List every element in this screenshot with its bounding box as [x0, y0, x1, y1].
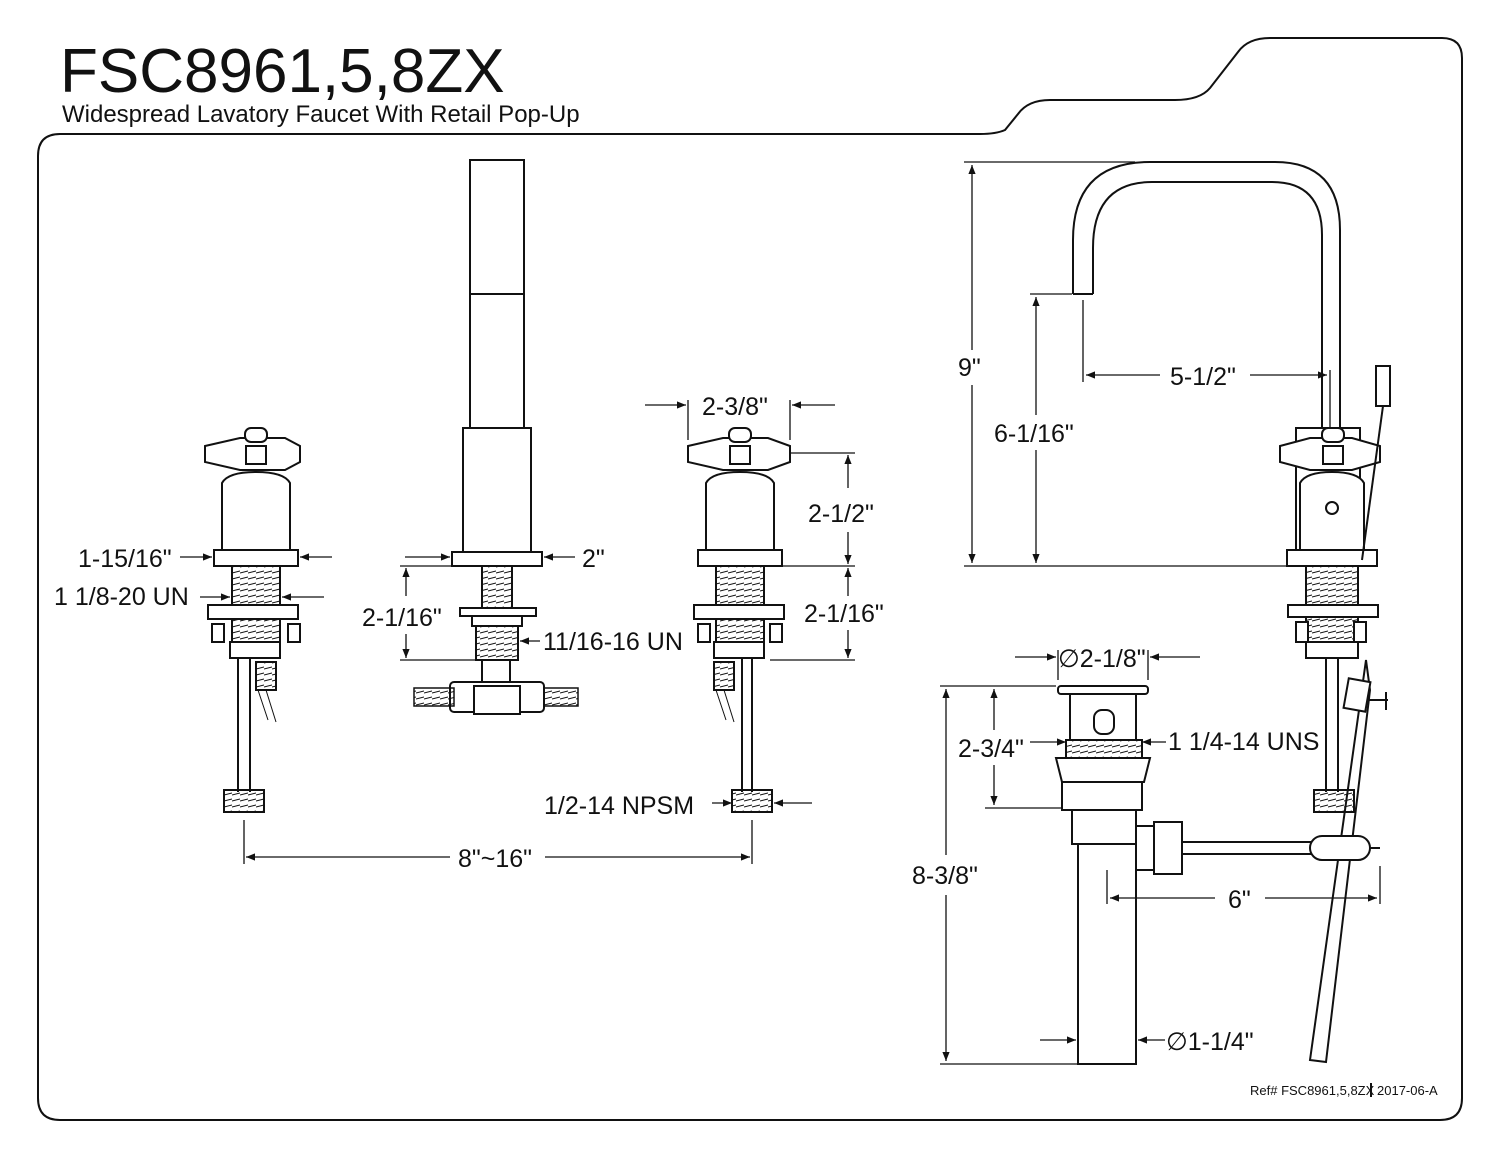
revision-code: 2017-06-A [1377, 1083, 1438, 1098]
dim-handle-height: 2-1/2" [808, 500, 874, 528]
spout-center [413, 159, 579, 715]
dim-drain-flange: ∅2-1/8" [1058, 645, 1146, 673]
sheet-frame [37, 37, 1463, 1121]
dim-handle-width: 2-3/8" [702, 393, 768, 421]
dim-tailpiece: ∅1-1/4" [1166, 1028, 1254, 1056]
dim-spread: 8"~16" [458, 845, 532, 873]
dim-supply-thread: 1/2-14 NPSM [544, 792, 694, 820]
reference-number: Ref# FSC8961,5,8ZX [1250, 1083, 1375, 1098]
dim-spout-base: 2" [582, 545, 605, 573]
dim-spout-thread: 11/16-16 UN [543, 628, 683, 656]
dim-handle-flange: 1-15/16" [78, 545, 172, 573]
dim-spout-height: 6-1/16" [994, 420, 1074, 448]
dim-drain-thread: 1 1/4-14 UNS [1168, 728, 1319, 756]
dim-drain-flange-height: 2-3/4" [958, 735, 1024, 763]
dim-handle-shank: 2-1/16" [804, 600, 884, 628]
dim-pivot-rod: 6" [1228, 886, 1251, 914]
page-subtitle: Widespread Lavatory Faucet With Retail P… [62, 101, 580, 128]
dim-handle-thread: 1 1/8-20 UN [54, 583, 189, 611]
dim-spout-reach: 5-1/2" [1170, 363, 1236, 391]
dim-drain-length: 8-3/8" [912, 862, 978, 890]
page-title: FSC8961,5,8ZX [60, 37, 505, 106]
side-view-assembly [1054, 161, 1391, 1065]
dim-total-height: 9" [958, 354, 981, 382]
right-handle-valve [687, 427, 791, 813]
left-handle-valve [204, 427, 301, 813]
dim-spout-shank: 2-1/16" [362, 604, 442, 632]
